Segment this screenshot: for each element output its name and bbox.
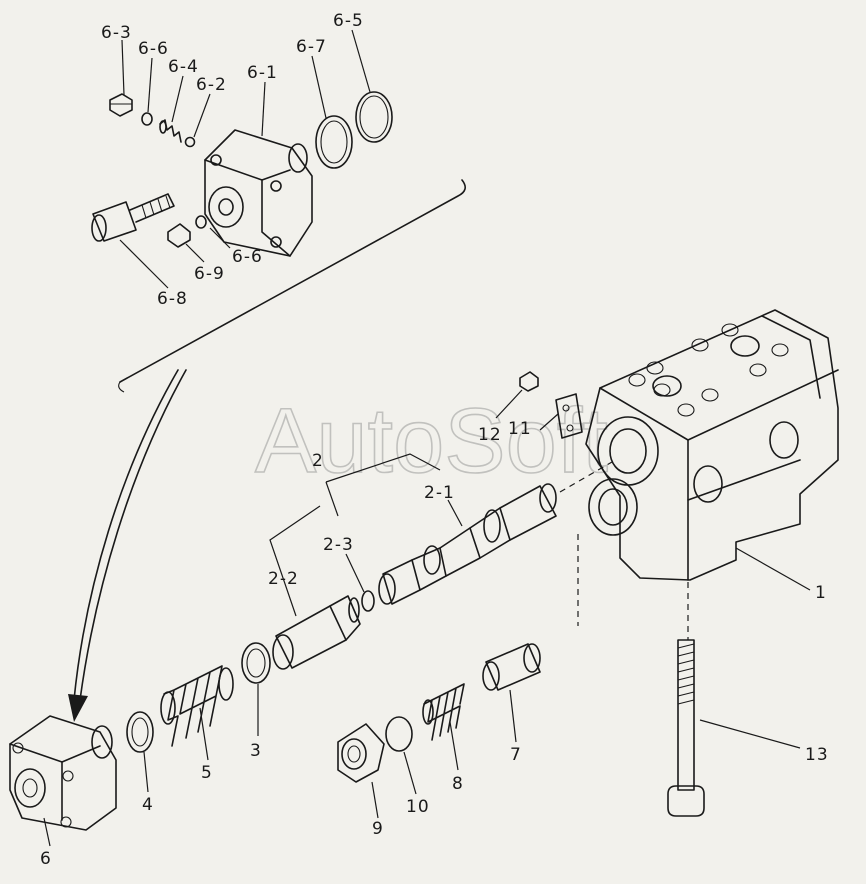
part-8-spring bbox=[422, 683, 465, 741]
part-6-6-oring-top bbox=[141, 112, 153, 126]
label-6-2: 6-2 bbox=[196, 75, 227, 95]
part-6-5-backup-ring bbox=[355, 91, 393, 143]
main-leader-lines bbox=[43, 389, 811, 847]
part-labels: 6-3 6-6 6-4 6-2 6-1 6-7 6-5 6-6 6-9 6-8 … bbox=[40, 11, 829, 869]
label-12: 12 bbox=[478, 425, 502, 445]
label-6-6-top: 6-6 bbox=[138, 39, 169, 59]
detail-arrow bbox=[68, 369, 187, 722]
assembly-axis-lines bbox=[559, 461, 689, 640]
part-13-bolt bbox=[667, 639, 705, 817]
part-6-cover bbox=[9, 715, 117, 831]
label-6-5: 6-5 bbox=[333, 11, 364, 31]
label-9: 9 bbox=[372, 819, 384, 839]
label-6-9: 6-9 bbox=[194, 264, 225, 284]
part-9-plug bbox=[337, 723, 385, 783]
part-6-9-plug bbox=[167, 223, 191, 248]
label-6-4: 6-4 bbox=[168, 57, 199, 77]
label-4: 4 bbox=[142, 795, 154, 815]
part-10-oring bbox=[385, 716, 413, 752]
label-6-3: 6-3 bbox=[101, 23, 132, 43]
part-2-1-spool bbox=[378, 483, 557, 605]
part-2-3-oring bbox=[361, 590, 375, 612]
label-5: 5 bbox=[201, 763, 213, 783]
part-6-6-oring-bottom bbox=[195, 215, 207, 229]
part-6-1-cover bbox=[204, 129, 313, 257]
part-11-bracket bbox=[555, 393, 583, 439]
label-6-7: 6-7 bbox=[296, 37, 327, 57]
label-10: 10 bbox=[406, 797, 430, 817]
part-2-2-piston bbox=[272, 595, 361, 670]
part-6-7-oring bbox=[315, 115, 353, 169]
label-2-1: 2-1 bbox=[424, 483, 455, 503]
part-6-3-plug bbox=[109, 93, 133, 117]
label-6: 6 bbox=[40, 849, 52, 869]
label-6-6-bottom: 6-6 bbox=[232, 247, 263, 267]
label-2-2: 2-2 bbox=[268, 569, 299, 589]
label-8: 8 bbox=[452, 774, 464, 794]
part-4-ring bbox=[126, 711, 154, 753]
part-12-screw bbox=[519, 371, 539, 392]
label-1: 1 bbox=[815, 583, 827, 603]
watermark-text: AutoSoft bbox=[255, 390, 608, 492]
label-2-3: 2-3 bbox=[323, 535, 354, 555]
inset-divider bbox=[118, 179, 466, 393]
label-6-8: 6-8 bbox=[157, 289, 188, 309]
label-6-1: 6-1 bbox=[247, 63, 278, 83]
part-5-spring bbox=[160, 665, 234, 747]
label-13: 13 bbox=[805, 745, 829, 765]
label-7: 7 bbox=[510, 745, 522, 765]
label-3: 3 bbox=[250, 741, 262, 761]
part-6-4-spring bbox=[159, 119, 182, 143]
label-2: 2 bbox=[312, 451, 324, 471]
part-1-valve-body bbox=[585, 309, 839, 581]
part-6-8-bolt bbox=[91, 193, 175, 242]
inset-leader-lines bbox=[119, 29, 371, 289]
label-11: 11 bbox=[508, 419, 532, 439]
part-7-sleeve bbox=[482, 643, 541, 691]
part-6-2-ball bbox=[184, 136, 196, 148]
part-3-plate bbox=[241, 642, 271, 684]
